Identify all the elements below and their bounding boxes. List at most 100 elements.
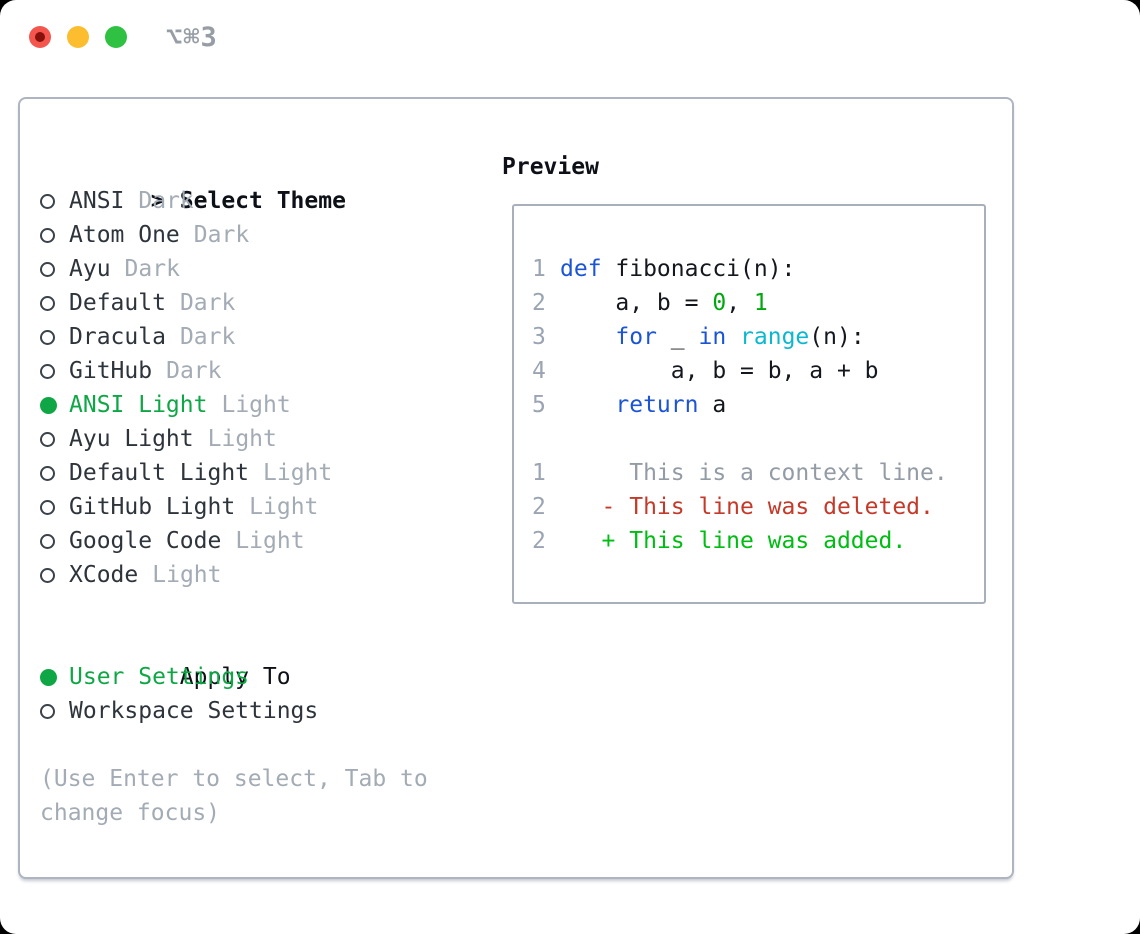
theme-variant-badge: Dark: [193, 222, 250, 248]
help-hint-line: change focus): [40, 800, 221, 826]
theme-name: Google Code: [69, 528, 222, 554]
code-token-del: - This line was deleted.: [560, 494, 934, 520]
radio-dot: [40, 397, 57, 414]
line-number: 1: [532, 460, 546, 486]
apply-to-label: User Settings: [69, 664, 250, 690]
theme-name: ANSI Light: [69, 392, 208, 418]
theme-option-0[interactable]: ANSI Dark: [40, 184, 346, 218]
focus-prompt-icon: >: [150, 188, 165, 214]
theme-name: ANSI: [69, 188, 125, 214]
radio-icon: [40, 456, 69, 490]
maximize-button[interactable]: [105, 26, 127, 48]
theme-name: XCode: [69, 562, 139, 588]
apply-to-title: Apply To: [179, 664, 291, 690]
preview-code-line: 4 a, b = b, a + b: [532, 354, 984, 388]
theme-option-2[interactable]: Ayu Dark: [40, 252, 346, 286]
theme-variant-badge: Dark: [179, 324, 236, 350]
code-token-kw: for: [615, 324, 657, 350]
titlebar: ⌥⌘3: [0, 0, 1140, 74]
window-shortcut-label: ⌥⌘3: [166, 22, 218, 53]
radio-ring: [40, 194, 55, 209]
code-token-pl: _: [656, 324, 699, 350]
theme-name: Default Light: [69, 460, 250, 486]
line-number: 2: [532, 290, 546, 316]
theme-option-1[interactable]: Atom One Dark: [40, 218, 346, 252]
theme-option-10[interactable]: Google Code Light: [40, 524, 346, 558]
close-button-dot: [35, 32, 45, 42]
minimize-button[interactable]: [67, 26, 89, 48]
code-token-kw: def: [560, 256, 602, 282]
apply-to-header: Apply To: [40, 626, 318, 690]
theme-option-3[interactable]: Default Dark: [40, 286, 346, 320]
theme-variant-badge: Light: [249, 494, 319, 520]
code-token-kw: return: [615, 392, 699, 418]
code-token-fn: range: [740, 324, 810, 350]
line-number: 1: [532, 256, 546, 282]
radio-ring: [40, 534, 55, 549]
theme-variant-badge: Light: [235, 528, 305, 554]
radio-ring: [40, 704, 55, 719]
radio-icon: [40, 184, 69, 218]
radio-ring: [40, 262, 55, 277]
theme-variant-badge: Dark: [166, 358, 222, 384]
theme-name: GitHub: [69, 358, 153, 384]
theme-name: Atom One: [69, 222, 180, 248]
apply-to-label: Workspace Settings: [69, 698, 319, 724]
radio-selected-icon: [40, 660, 69, 694]
code-token-pl: a, b = b, a + b: [560, 358, 879, 384]
theme-option-4[interactable]: Dracula Dark: [40, 320, 346, 354]
preview-code-line: 1 This is a context line.: [532, 456, 984, 490]
theme-name: Default: [69, 290, 166, 316]
code-token-pl: fibonacci(n):: [601, 256, 796, 282]
code-token-pl: [726, 324, 740, 350]
theme-variant-badge: Dark: [138, 188, 194, 214]
theme-option-9[interactable]: GitHub Light Light: [40, 490, 346, 524]
radio-ring: [40, 296, 55, 311]
preview-code-line: 2 a, b = 0, 1: [532, 286, 984, 320]
radio-icon: [40, 524, 69, 558]
radio-ring: [40, 568, 55, 583]
radio-icon: [40, 354, 69, 388]
preview-code-line: 2 + This line was added.: [532, 524, 984, 558]
line-number: 4: [532, 358, 546, 384]
theme-option-11[interactable]: XCode Light: [40, 558, 346, 592]
line-number: 2: [532, 528, 546, 554]
theme-option-5[interactable]: GitHub Dark: [40, 354, 346, 388]
help-hint-line: (Use Enter to select, Tab to: [40, 766, 428, 792]
theme-list-title: Select Theme: [179, 188, 346, 214]
preview-code-line: 3 for _ in range(n):: [532, 320, 984, 354]
code-token-kw: in: [698, 324, 727, 350]
line-number: 2: [532, 494, 546, 520]
help-hint: (Use Enter to select, Tab to change focus…: [40, 762, 428, 830]
theme-name: Ayu: [69, 256, 111, 282]
theme-variant-badge: Dark: [179, 290, 236, 316]
code-token-lit: 0: [712, 290, 727, 316]
radio-ring: [40, 432, 55, 447]
theme-variant-badge: Dark: [124, 256, 180, 282]
radio-dot: [40, 669, 57, 686]
radio-icon: [40, 558, 69, 592]
radio-icon: [40, 252, 69, 286]
apply-to-option-0[interactable]: User Settings: [40, 660, 318, 694]
close-button[interactable]: [29, 26, 51, 48]
theme-list-header: > Select Theme: [40, 150, 346, 214]
theme-variant-badge: Light: [152, 562, 222, 588]
code-token-pl: ,: [726, 290, 754, 316]
code-token-add: + This line was added.: [560, 528, 907, 554]
apply-to-option-1[interactable]: Workspace Settings: [40, 694, 318, 728]
line-number: 3: [532, 324, 546, 350]
code-token-pl: a: [698, 392, 727, 418]
radio-icon: [40, 694, 69, 728]
theme-name: Dracula: [69, 324, 166, 350]
theme-variant-badge: Light: [207, 426, 277, 452]
preview-code-line: 5 return a: [532, 388, 984, 422]
theme-name: GitHub Light: [69, 494, 236, 520]
code-token-pl: [560, 324, 615, 350]
radio-ring: [40, 466, 55, 481]
